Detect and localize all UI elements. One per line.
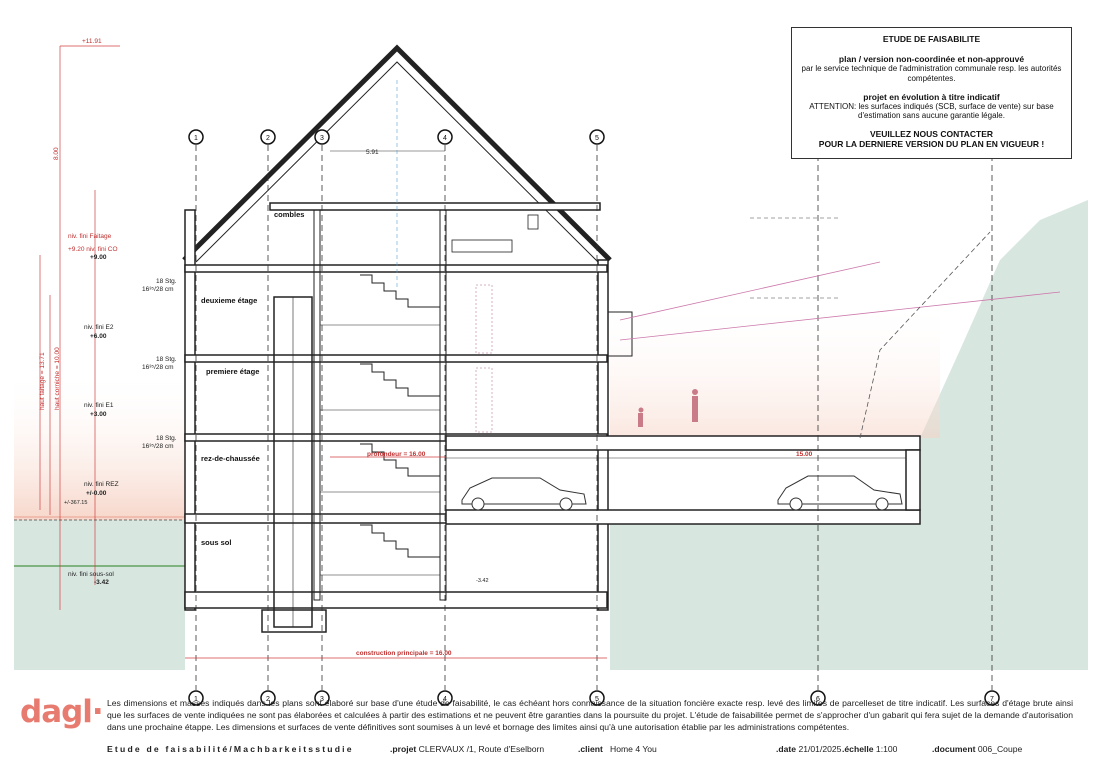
- level-ground: +/-367.15: [64, 500, 87, 506]
- terrain-fill: [14, 520, 185, 670]
- footer-date: .date 21/01/2025: [776, 744, 842, 754]
- slope-lines: [619, 261, 1061, 341]
- level-rez-label: niv. fini REZ: [84, 481, 119, 488]
- grid-bubbles-bottom: [188, 690, 1000, 706]
- grid-label-7-bottom: 7: [990, 696, 994, 703]
- grid-label-3-bottom: 3: [320, 696, 324, 703]
- stairs-label-2b: 16³⁵/28 cm: [142, 364, 174, 371]
- person-figures: [638, 389, 698, 427]
- company-logo: dagl·: [20, 694, 104, 730]
- terrain-fill-right: [610, 200, 1088, 670]
- stairs-label-1b: 16³⁵/28 cm: [142, 286, 174, 293]
- car-left: [461, 477, 587, 511]
- grid-label-2-bottom: 2: [266, 696, 270, 703]
- grid-label-6-bottom: 6: [816, 696, 820, 703]
- sky-gradient-left: [14, 370, 185, 520]
- notice-line6: POUR LA DERNIERE VERSION DU PLAN EN VIGU…: [818, 139, 1045, 150]
- footer-document: .document 006_Coupe: [932, 744, 1023, 754]
- room-rez: rez-de-chaussée: [201, 454, 260, 463]
- room-sous-sol: sous sol: [201, 538, 231, 547]
- level-e2-label: niv. fini E2: [84, 324, 114, 331]
- notice-line3: projet en évolution à titre indicatif: [863, 91, 1000, 102]
- room-premiere: premiere étage: [206, 367, 259, 376]
- grid-label-5-top: 5: [595, 135, 599, 142]
- dim-profondeur: profondeur = 16.00: [367, 451, 426, 458]
- room-deuxieme: deuxieme étage: [201, 296, 257, 305]
- hauteur-corniche: haut corniche = 10.00: [54, 347, 61, 410]
- dim-roof-width: 5.91: [366, 149, 379, 156]
- level-e1-value: +3.00: [90, 411, 107, 418]
- bathroom-tiles: [475, 284, 493, 354]
- notice-line5: VEUILLEZ NOUS CONTACTER: [869, 128, 994, 139]
- stairs-label-3b: 16³⁵/28 cm: [142, 443, 174, 450]
- grid-label-1-bottom: 1: [194, 696, 198, 703]
- dim-8: 8.00: [53, 147, 60, 160]
- footer-echelle: .échelle 1:100: [842, 744, 898, 754]
- building: [182, 44, 921, 633]
- hauteur-faitage: haut faitage = 13.71: [39, 352, 46, 410]
- level-e1-label: niv. fini E1: [84, 402, 114, 409]
- level-ss-value: -3.42: [94, 579, 109, 586]
- level-co-value: +9.00: [90, 254, 107, 261]
- room-combles: combles: [274, 210, 304, 219]
- stairs-3: [360, 443, 440, 477]
- notice-line2: par le service technique de l'administra…: [801, 64, 1062, 83]
- notice-title: ETUDE DE FAISABILITE: [882, 34, 981, 44]
- grid-label-5-bottom: 5: [595, 696, 599, 703]
- level-e2-value: +6.00: [90, 333, 107, 340]
- grid-axes: [195, 145, 993, 690]
- dim-parking: 15.00: [796, 451, 813, 458]
- level-ss-label: niv. fini sous-sol: [68, 571, 114, 578]
- notice-line4: ATTENTION: les surfaces indiqués (SCB, s…: [809, 101, 1054, 121]
- level-faitage-label: niv. fini Faitage: [68, 233, 112, 240]
- grid-label-3-top: 3: [320, 135, 324, 142]
- roof: [182, 44, 612, 262]
- level-lines: [39, 45, 120, 610]
- stairs-label-1: 18 Stg.: [156, 278, 177, 285]
- car-right: [777, 475, 903, 511]
- sky-gradient-right: [610, 300, 940, 438]
- level-faitage-value: +9.20 niv. fini CO: [68, 246, 118, 253]
- stairs-1: [360, 274, 440, 308]
- footer-study: Etude de faisabilité/Machbarkeitsstudie: [107, 744, 354, 754]
- level-top: +11.91: [82, 38, 102, 45]
- level-neg342: -3.42: [476, 578, 489, 584]
- grid-label-2-top: 2: [266, 135, 270, 142]
- grid-label-1-top: 1: [194, 135, 198, 142]
- footer-client: .client Home 4 You: [578, 744, 657, 754]
- disclaimer-text: Les dimensions et masses indiqués dans l…: [107, 698, 1073, 732]
- dim-construction: construction principale = 16.00: [356, 650, 452, 657]
- notice-line1: plan / version non-coordinée et non-appr…: [838, 54, 1025, 65]
- grid-label-4-bottom: 4: [443, 696, 447, 703]
- level-rez-value: +/-0.00: [86, 490, 107, 497]
- grid-label-4-top: 4: [443, 135, 447, 142]
- stairs-label-2: 18 Stg.: [156, 356, 177, 363]
- stairs-4: [360, 524, 440, 558]
- footer-projet: .projet CLERVAUX /1, Route d'Eselborn: [390, 744, 545, 754]
- feasibility-notice: ETUDE DE FAISABILITE plan / version non-…: [791, 27, 1072, 159]
- stairs-label-3: 18 Stg.: [156, 435, 177, 442]
- stairs-2: [360, 363, 440, 397]
